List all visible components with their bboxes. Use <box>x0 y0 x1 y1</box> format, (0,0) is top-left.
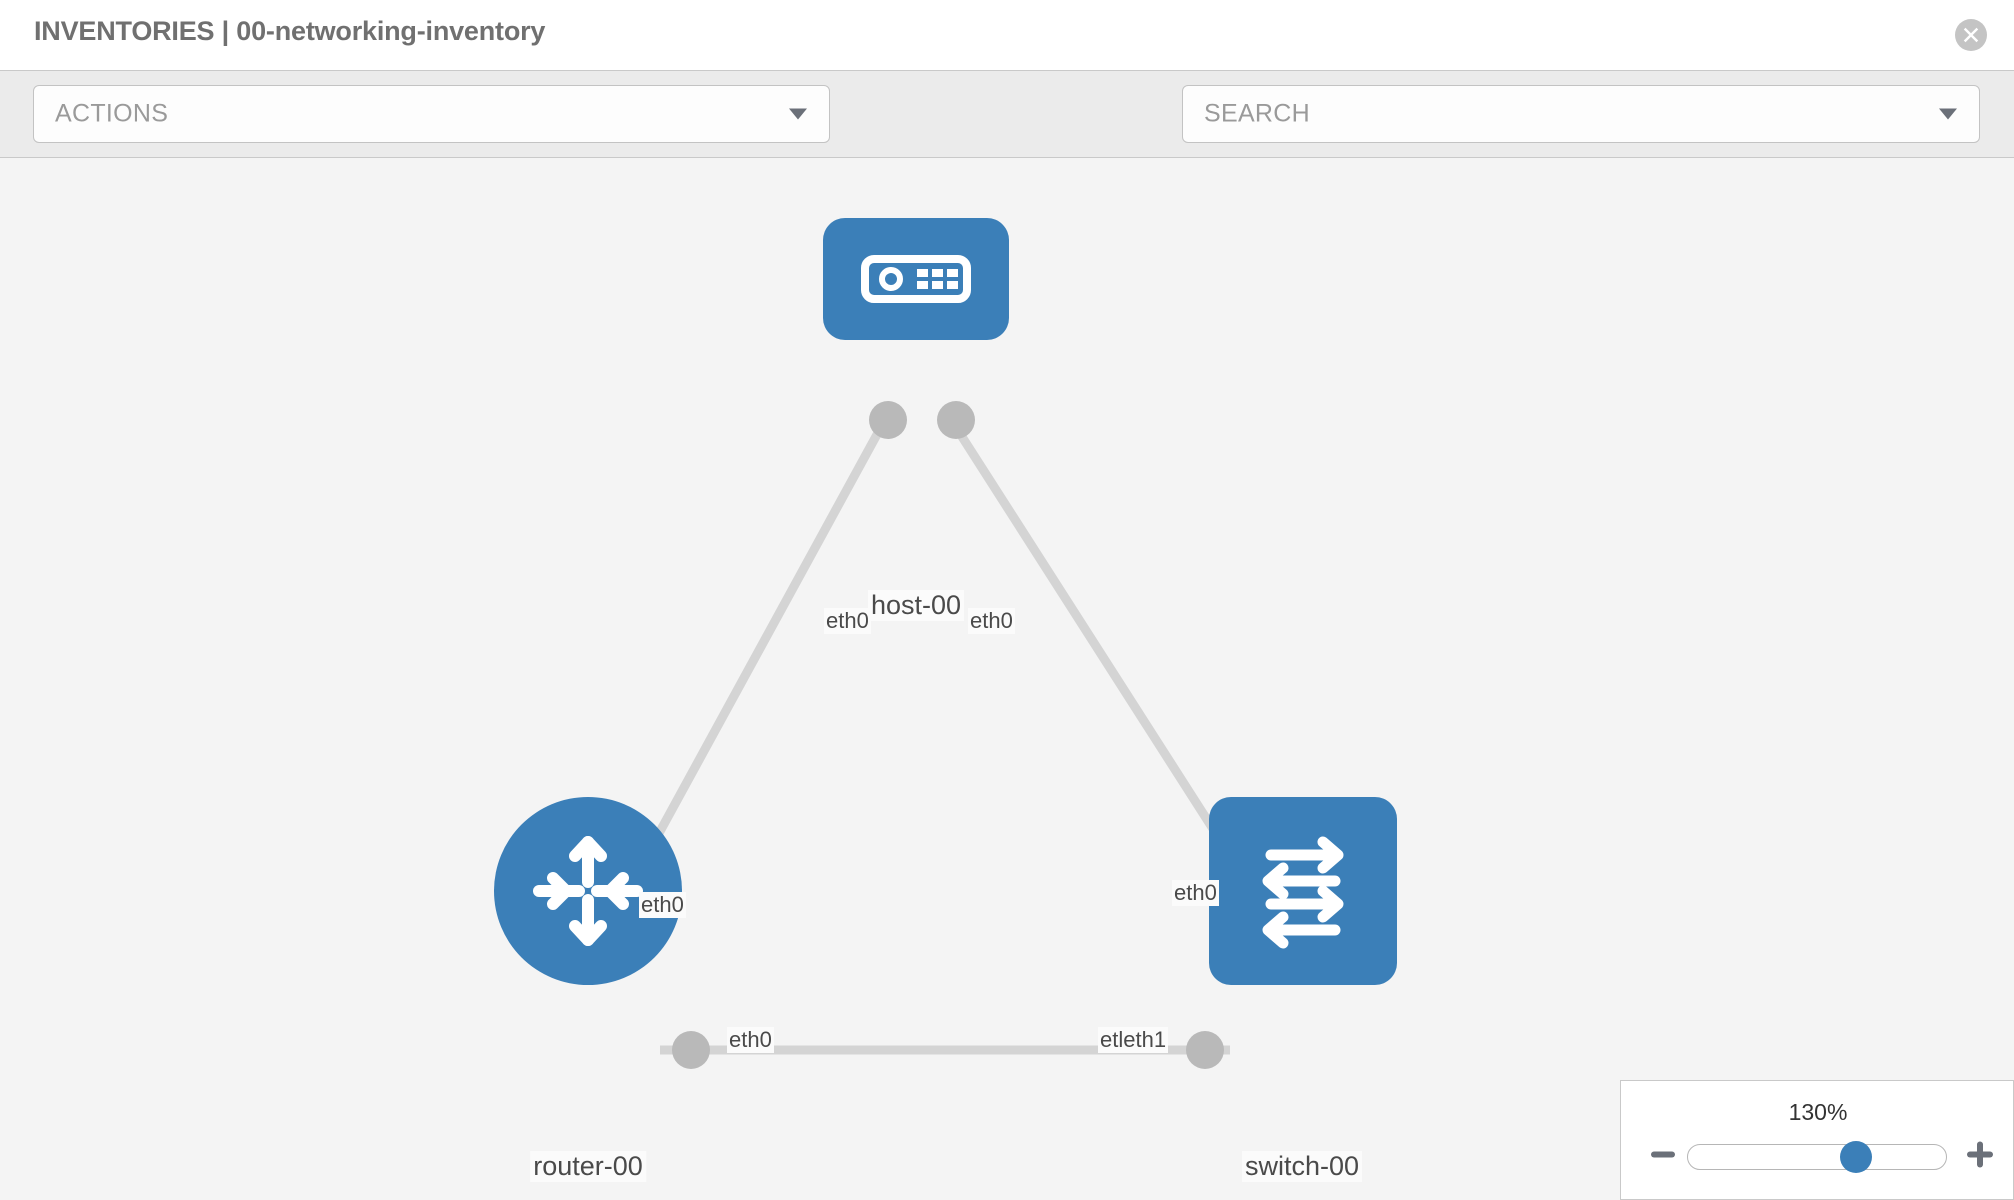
port-host-00-eth0-left[interactable] <box>869 401 907 439</box>
actions-dropdown[interactable]: ACTIONS <box>33 85 830 143</box>
port-switch-00-eth1-left[interactable] <box>1186 1031 1224 1069</box>
close-icon[interactable] <box>1955 19 1987 51</box>
zoom-slider-row <box>1621 1137 2014 1177</box>
node-switch-00[interactable] <box>1209 797 1397 985</box>
iface-label-host-00-left: eth0 <box>824 608 871 634</box>
node-host-00[interactable] <box>823 218 1009 340</box>
zoom-slider[interactable] <box>1687 1141 1947 1173</box>
iface-label-router-00-up: eth0 <box>639 892 686 918</box>
port-host-00-eth0-right[interactable] <box>937 401 975 439</box>
zoom-level-value: 130% <box>1788 1099 1848 1125</box>
chevron-down-icon <box>1939 108 1957 120</box>
iface-label-host-00-right: eth0 <box>968 608 1015 634</box>
server-icon <box>861 255 971 303</box>
node-router-00[interactable] <box>494 797 682 985</box>
iface-label-switch-00-up: eth0 <box>1172 880 1219 906</box>
zoom-in-button[interactable] <box>1964 1139 1996 1176</box>
node-label-switch-00: switch-00 <box>1241 1151 1363 1182</box>
zoom-out-button[interactable] <box>1648 1140 1678 1175</box>
iface-label-switch-00-left: etleth1 <box>1098 1027 1169 1053</box>
port-router-00-eth0-right[interactable] <box>672 1031 710 1069</box>
switch-icon <box>1262 836 1344 949</box>
toolbar: ACTIONS SEARCH <box>0 70 2014 194</box>
router-icon <box>533 836 643 946</box>
search-input[interactable]: SEARCH <box>1182 85 1980 143</box>
zoom-control-panel: 130% <box>1620 1080 2014 1200</box>
search-placeholder: SEARCH <box>1204 99 1310 128</box>
page-header: INVENTORIES | 00-networking-inventory <box>0 0 2014 70</box>
chevron-down-icon <box>789 108 807 120</box>
actions-dropdown-label: ACTIONS <box>55 99 169 128</box>
page-title: INVENTORIES | 00-networking-inventory <box>34 16 546 46</box>
node-label-router-00: router-00 <box>530 1151 646 1182</box>
iface-label-router-00-right: eth0 <box>727 1027 774 1053</box>
zoom-slider-thumb[interactable] <box>1839 1141 1872 1173</box>
topology-canvas[interactable]: eth0 host-00 eth0 router-00 eth0 <box>0 158 2014 1200</box>
node-label-host-00: host-00 <box>867 590 965 621</box>
